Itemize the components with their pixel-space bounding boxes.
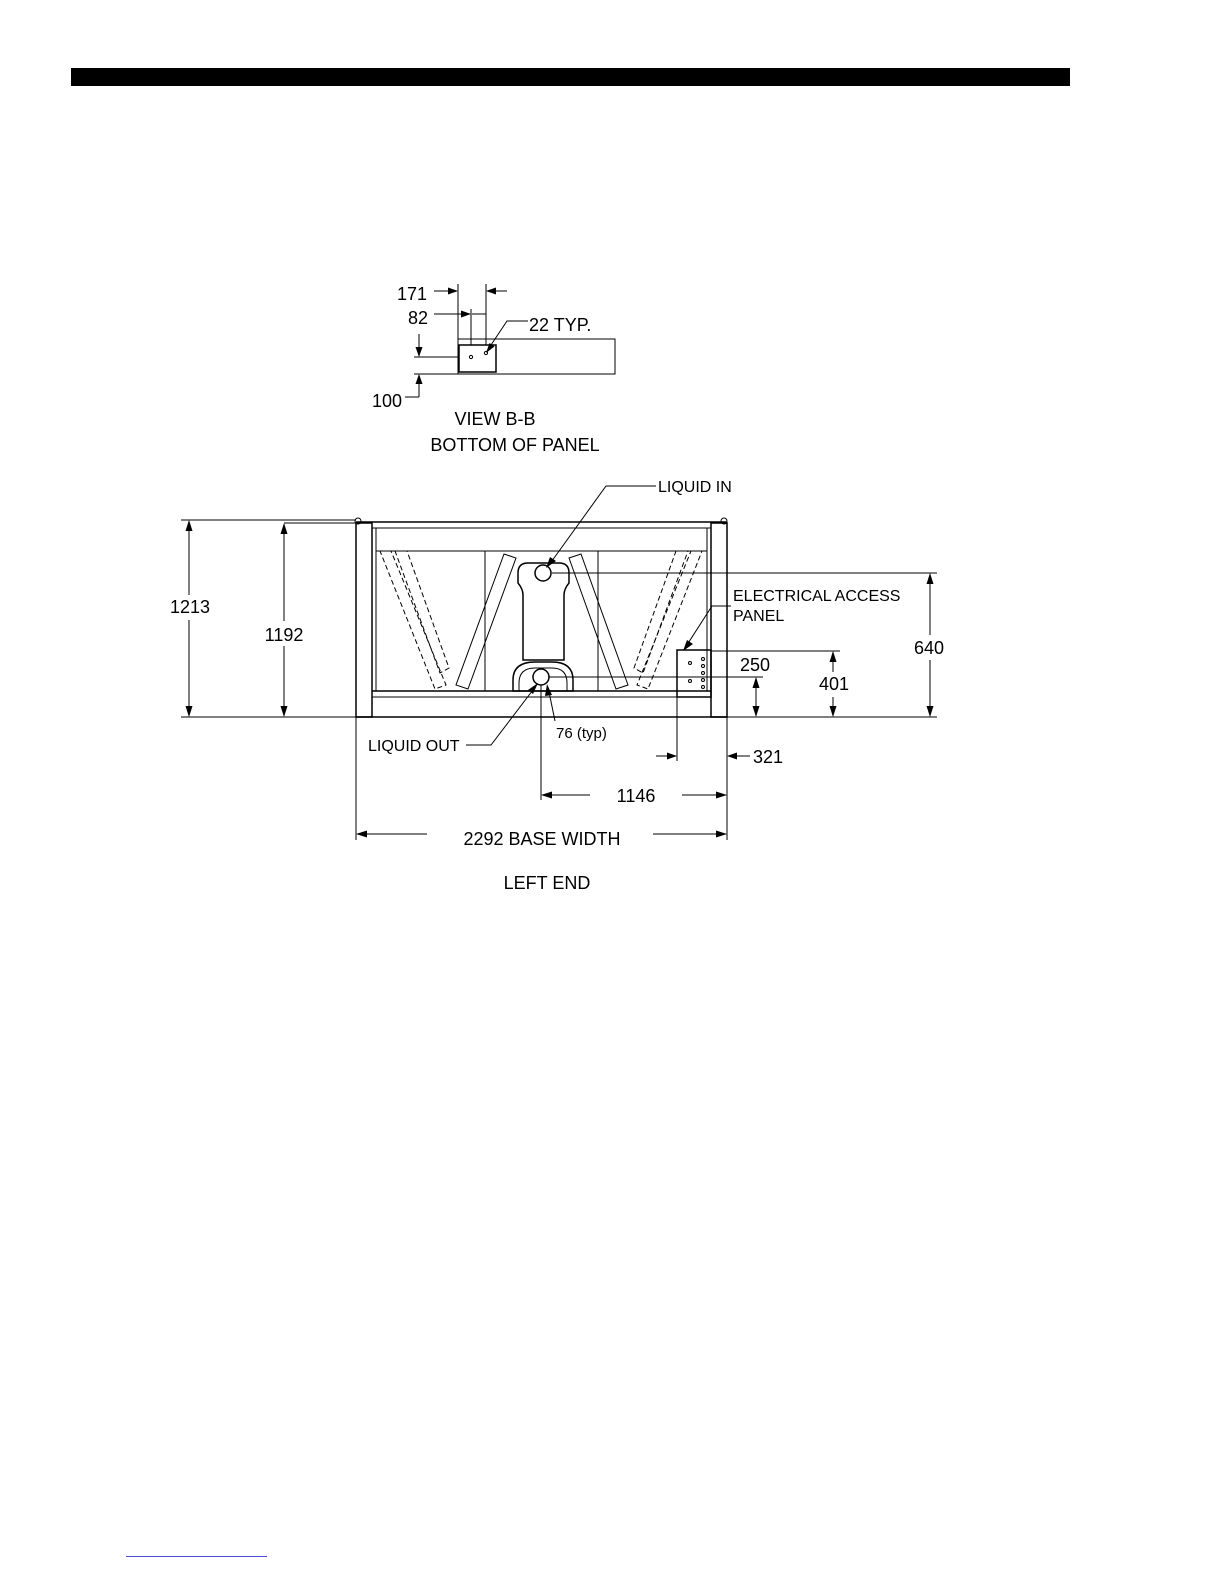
- label-electrical-access-line1: ELECTRICAL ACCESS: [733, 588, 900, 605]
- dim-321: 321: [753, 747, 783, 767]
- dim-401: 401: [819, 674, 849, 694]
- dim-2292-base-width: 2292 BASE WIDTH: [463, 829, 620, 849]
- dim-1146: 1146: [617, 786, 656, 806]
- bb-view-title: VIEW B-B: [454, 409, 535, 429]
- coil-dashed-right: [637, 551, 702, 689]
- dim-1192: 1192: [265, 625, 304, 645]
- label-liquid-out: LIQUID OUT: [368, 738, 460, 755]
- view-bb: 171 82 22 TYP. 100 VIEW B-B BOTTOM OF PA…: [372, 284, 615, 455]
- frame-right-post: [711, 523, 727, 717]
- bb-dim-171: 171: [397, 284, 427, 304]
- liquid-in-port: [535, 565, 551, 581]
- label-electrical-access-line2: PANEL: [733, 608, 784, 625]
- coil-solid-left: [456, 554, 516, 689]
- header-tank: [518, 563, 569, 660]
- bb-dim-100: 100: [372, 391, 402, 411]
- dim-1213: 1213: [170, 597, 210, 617]
- bb-hole-left: [469, 355, 472, 358]
- dim-640: 640: [914, 638, 944, 658]
- left-end-view: LIQUID IN ELECTRICAL ACCESS PANEL 1213 1…: [170, 479, 944, 893]
- coil-dashed-left: [380, 551, 446, 689]
- dim-76-typ: 76 (typ): [556, 725, 607, 742]
- footer-rule: [126, 1556, 267, 1557]
- frame-left-post: [356, 523, 372, 717]
- liquid-out-port: [533, 669, 549, 685]
- label-liquid-in: LIQUID IN: [658, 479, 732, 496]
- bb-dim-82: 82: [408, 308, 428, 328]
- dim-250: 250: [740, 655, 770, 675]
- coil-dashed-inner-left: [395, 551, 449, 673]
- bb-view-subtitle: BOTTOM OF PANEL: [430, 435, 599, 455]
- bb-dim-22-typ: 22 TYP.: [529, 315, 591, 335]
- left-end-title: LEFT END: [504, 873, 591, 893]
- electrical-access-panel: [677, 650, 711, 697]
